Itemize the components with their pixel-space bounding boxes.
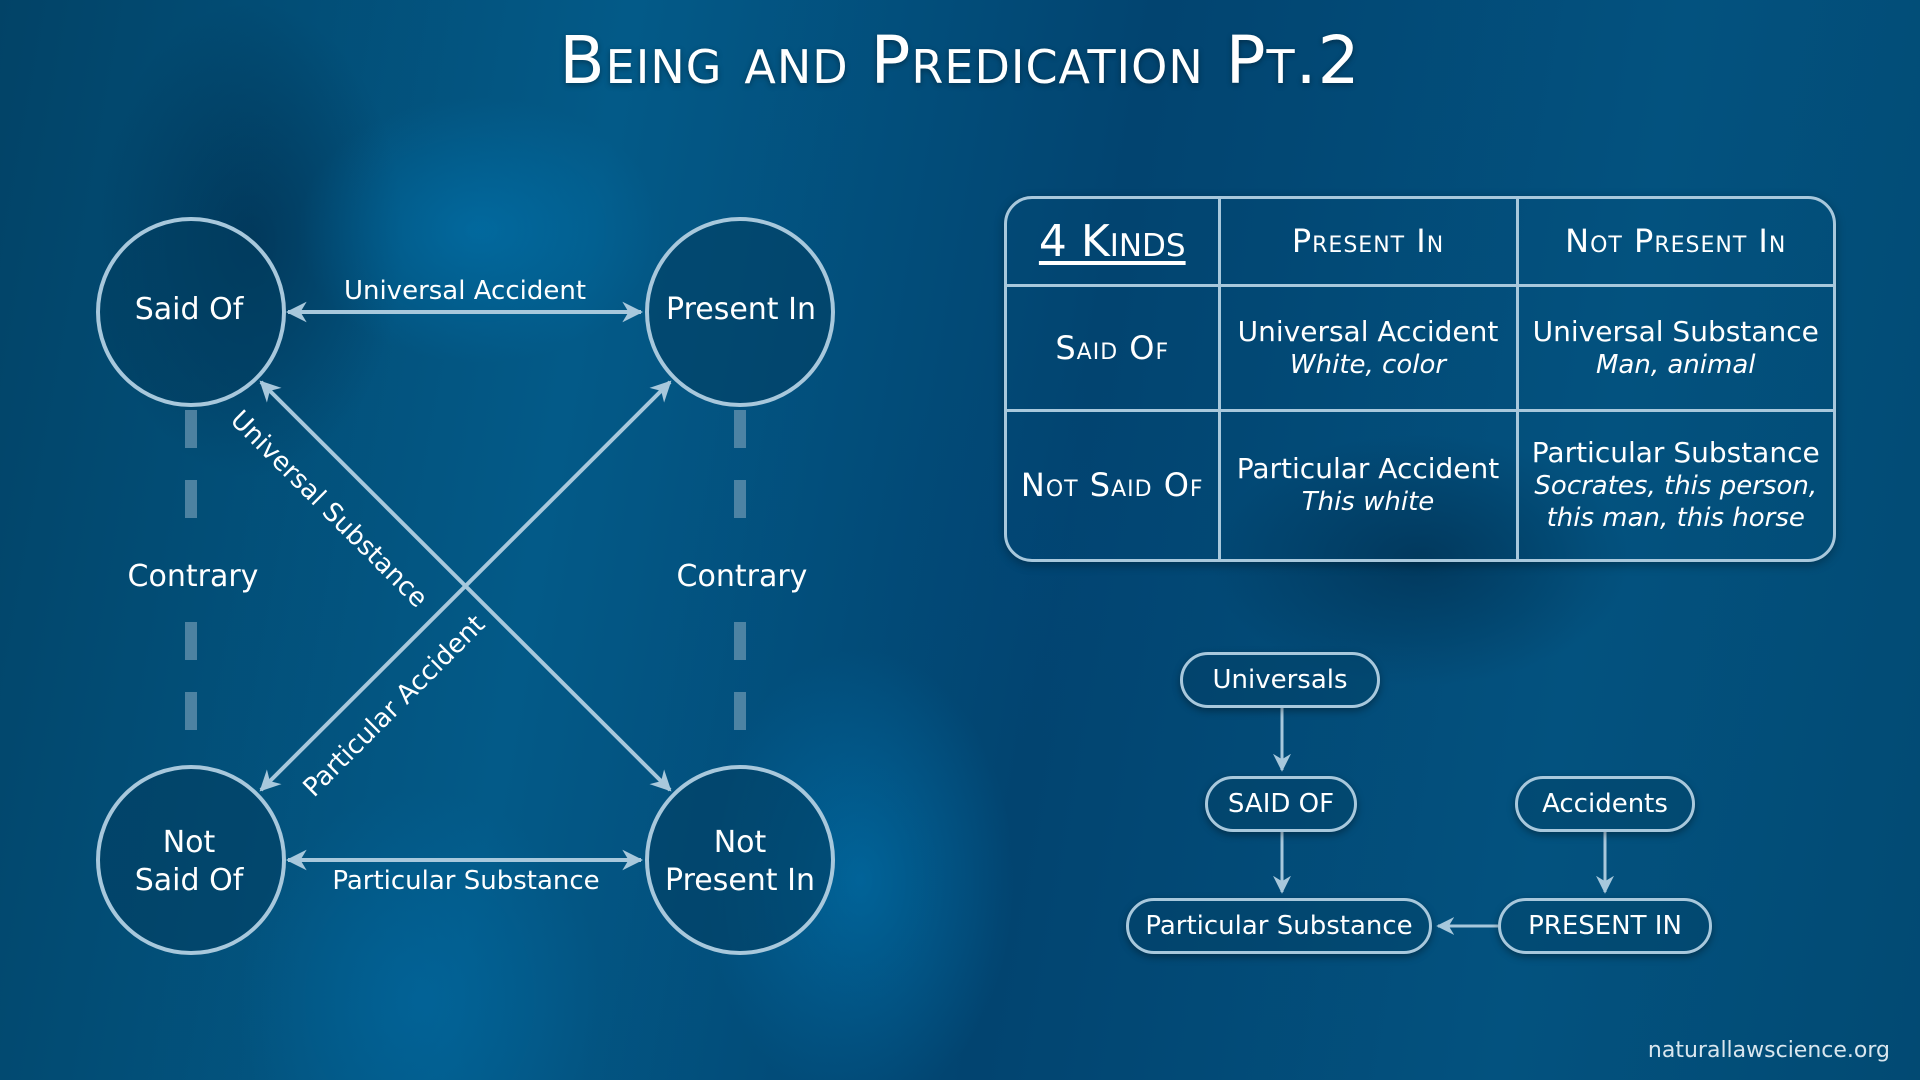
particular-accident-arrow [259,380,672,792]
not-present-in-circle [645,765,835,955]
table-cell: Particular Accident This white [1217,408,1519,559]
table-corner-header: 4 Kinds [1007,199,1221,287]
four-kinds-table: 4 Kinds Present In Not Present In Said O… [1004,196,1836,562]
particular-substance-node: Particular Substance [1126,898,1432,954]
col-header-not-present-in: Not Present In [1515,199,1833,287]
table-cell: Universal Substance Man, animal [1515,283,1833,412]
said-of-label: Said Of [135,292,245,327]
particular-accident-label: Particular Accident [298,610,492,804]
not-present-in-label-line2: Present In [665,863,815,898]
col-header-present-in: Present In [1217,199,1519,287]
present-in-label: Present In [666,292,816,327]
said-of-node: SAID OF [1205,776,1357,832]
present-in-node: PRESENT IN [1498,898,1712,954]
contrary-right-label: Contrary [677,559,808,594]
universals-node: Universals [1180,652,1380,708]
present-in-circle [645,217,835,407]
table-cell: Particular Substance Socrates, this pers… [1515,408,1833,559]
said-of-circle [96,217,286,407]
particular-substance-label: Particular Substance [332,866,599,896]
row-header-not-said-of: Not Said Of [1007,408,1221,559]
page-title: Being and Predication Pt.2 [559,22,1361,99]
contrary-left-label: Contrary [128,559,259,594]
accidents-node: Accidents [1515,776,1695,832]
table-cell: Universal Accident White, color [1217,283,1519,412]
row-header-said-of: Said Of [1007,283,1221,412]
not-said-of-circle [96,765,286,955]
not-present-in-label-line1: Not [714,825,767,860]
site-url: naturallawscience.org [1647,1038,1890,1063]
not-said-of-label-line1: Not [163,825,216,860]
universal-accident-label: Universal Accident [344,276,586,306]
not-said-of-label-line2: Said Of [135,863,245,898]
